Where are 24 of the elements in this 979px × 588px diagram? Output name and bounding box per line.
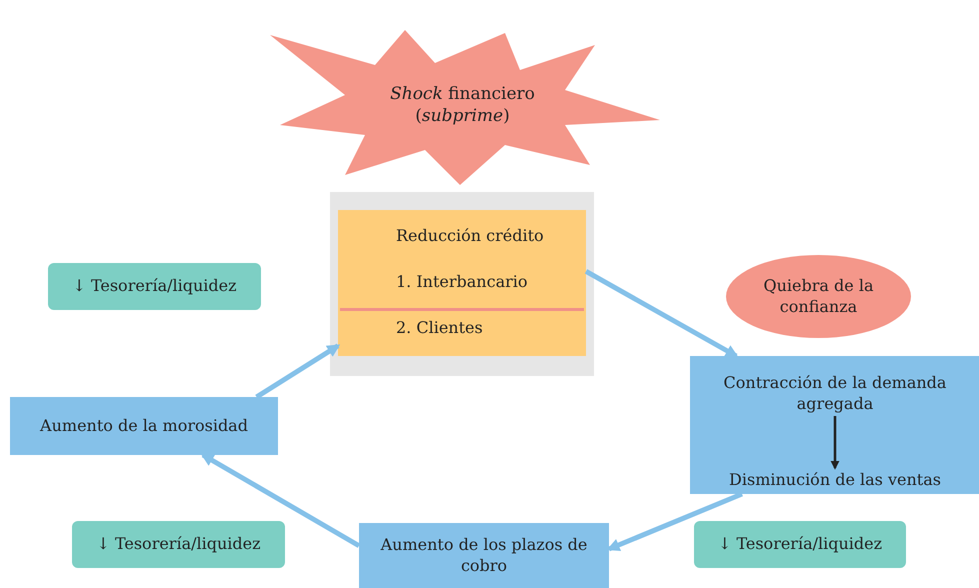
arrow	[584, 269, 738, 358]
process-box	[690, 356, 979, 494]
node-text: ↓ Tesorería/liquidez	[718, 534, 882, 555]
box-text: 1. Interbancario	[396, 272, 528, 293]
process-box	[10, 397, 278, 455]
process-box	[359, 523, 609, 588]
node-text: Aumento de los plazos de cobro	[380, 534, 588, 576]
node-text: Shock financiero (subprime)	[389, 82, 536, 128]
box-text: 2. Clientes	[396, 318, 483, 339]
node-text: Disminución de las ventas	[729, 470, 941, 490]
box-text: Reducción crédito	[396, 226, 544, 247]
node-text: Aumento de la morosidad	[40, 416, 248, 436]
node-text: ↓ Tesorería/liquidez	[96, 534, 261, 555]
process-box	[48, 263, 261, 310]
arrow	[606, 492, 743, 552]
process-box	[72, 521, 285, 568]
process-box	[694, 521, 906, 568]
arrow	[200, 452, 360, 548]
node-text: Quiebra de la confianza	[762, 276, 874, 318]
node-text: ↓ Tesorería/liquidez	[72, 276, 237, 297]
arrow	[255, 344, 340, 400]
process-box	[338, 210, 586, 356]
node-text: Contracción de la demanda agregada	[722, 373, 948, 415]
arrow	[830, 416, 840, 470]
